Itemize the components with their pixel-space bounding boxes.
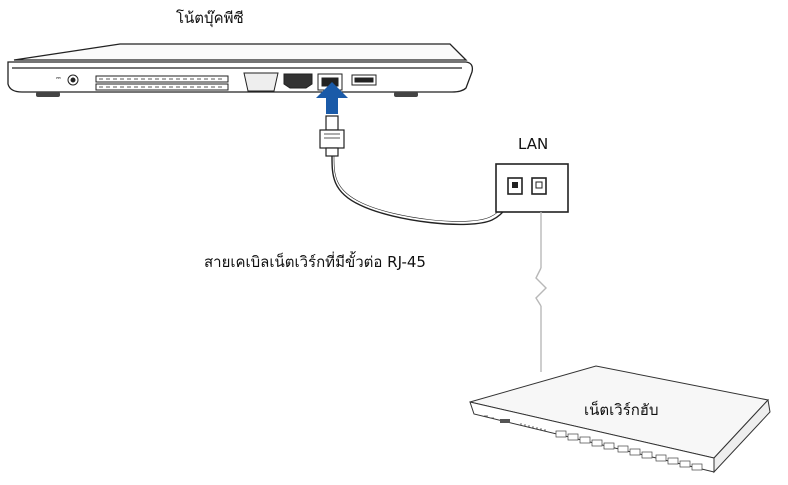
network-cable [331,155,516,226]
insert-arrow [316,82,348,114]
vga-port [243,72,279,92]
vent-slots [99,78,222,88]
notebook-label: โน้ตบุ๊คพีซี [176,9,244,27]
hub-label: เน็ตเวิร์กฮับ [584,401,659,419]
dc-in-port [67,74,79,86]
rj45-plug [319,115,345,157]
network-hub [469,365,771,474]
cable-label: สายเคเบิลเน็ตเวิร์กที่มีขั้วต่อ RJ-45 [204,253,426,271]
lan-label: LAN [518,135,549,153]
hdmi-port [283,73,313,89]
hub-ports [484,415,703,471]
notebook-pc [7,43,474,97]
wall-connection-line [535,212,547,372]
svg-text:⎓: ⎓ [56,75,61,82]
lan-wall-outlet [495,163,569,213]
